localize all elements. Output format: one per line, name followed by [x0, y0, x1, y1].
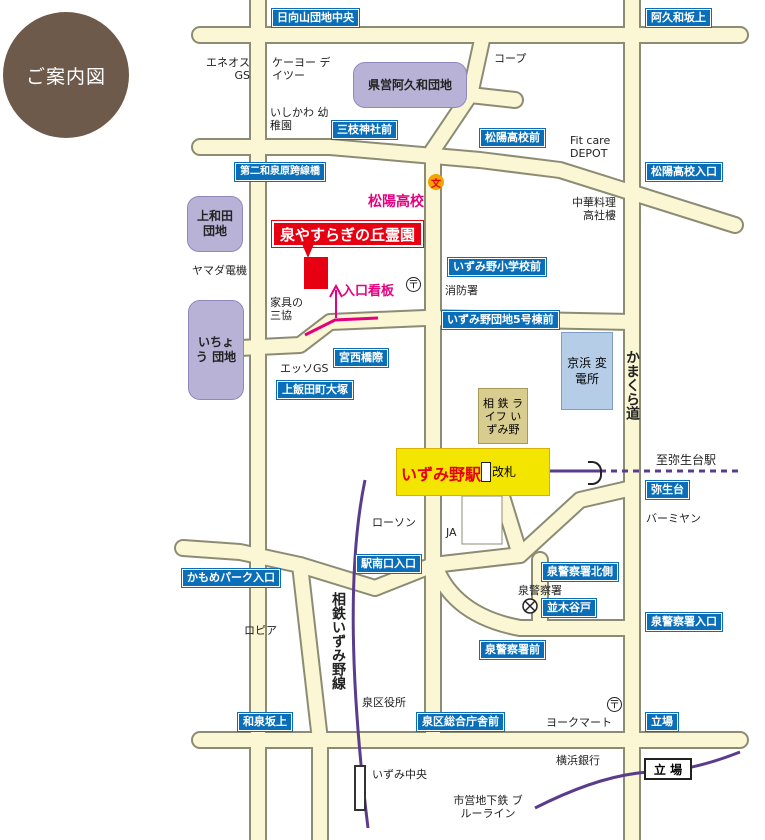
keyo-d2: ケーヨー デイツー: [272, 56, 331, 82]
signal-izumino-sho: いずみ野小学校前: [448, 258, 546, 276]
to-yayoidai-label: 至弥生台駅: [656, 453, 717, 467]
yamada-denki: ヤマダ電機: [192, 264, 247, 277]
station-platform-block: [461, 495, 503, 545]
school-icon: 文: [428, 174, 444, 190]
road-network: [174, 0, 749, 840]
cemetery-name-text: 泉やすらぎの丘霊園: [280, 225, 416, 244]
coop: コープ: [494, 52, 527, 65]
sotetsu-life-label: 相 鉄 ライフ いずみ野: [483, 396, 523, 436]
gate-icon: [481, 462, 491, 482]
sotetsu-life-building: 相 鉄 ライフ いずみ野: [478, 388, 528, 444]
signal-miyanishi: 宮西橋際: [334, 349, 388, 367]
kagu-sankyo: 家具の 三協: [270, 296, 303, 322]
signal-kamome: かもめパーク入口: [182, 569, 280, 587]
izumi-chuo-station-shape: [354, 765, 366, 811]
akuwa-estate: 県営阿久和団地: [353, 62, 467, 108]
signal-yayoidai: 弥生台: [646, 481, 689, 499]
signal-shoyo-mae: 松陽高校前: [480, 129, 545, 147]
izumi-chuo-label: いずみ中央: [372, 768, 427, 781]
signal-waizumi: 和泉坂上: [238, 713, 292, 731]
signal-namikiyato: 並木谷戸: [542, 599, 596, 617]
kamiwada-estate: 上和田 団地: [187, 196, 243, 252]
signal-keisatsu-kita: 泉警察署北側: [542, 563, 618, 581]
school-symbol: 文: [431, 178, 441, 190]
post-office-icon-1: 〒: [406, 277, 421, 292]
signal-ekiminami: 駅南口入口: [356, 555, 421, 573]
tachiba-station-box[interactable]: 立 場: [644, 758, 692, 780]
barmiyan: バーミヤン: [646, 512, 701, 525]
signal-keisatsu-mae: 泉警察署前: [480, 641, 545, 659]
signal-sogo: 泉区総合庁舎前: [417, 713, 504, 731]
icho-estate-label: いちょう 団地: [195, 335, 237, 364]
blue-line-label: 市営地下鉄 ブルーライン: [453, 794, 523, 820]
keihin-label: 京浜 変電所: [567, 356, 607, 386]
signal-kamiiida: 上飯田町大塚: [277, 381, 353, 399]
cemetery-pointer: [302, 244, 314, 258]
signal-izumino-5: いずみ野団地5号棟前: [442, 311, 559, 329]
kamiwada-estate-label: 上和田 団地: [197, 209, 234, 238]
yayoidai-arc: [588, 461, 602, 485]
izumino-station[interactable]: いずみ野駅 改札: [396, 448, 550, 496]
kamakura-road-label: かまくら道: [624, 350, 640, 420]
fitcare-depot: Fit care DEPOT: [570, 134, 611, 160]
fire-station: 消防署: [445, 284, 478, 297]
police-box-cross: [524, 600, 536, 612]
cemetery-location[interactable]: [304, 257, 328, 289]
sotetsu-line-label: 相鉄いずみ野線: [330, 592, 346, 690]
post-office-icon-2: 〒: [607, 697, 622, 712]
ropia: ロピア: [244, 624, 277, 637]
entrance-route: [304, 316, 379, 337]
keihin-substation: 京浜 変電所: [561, 332, 613, 410]
signal-dai2-izumi: 第二和泉原跨線橋: [235, 163, 325, 181]
ja: JA: [446, 526, 457, 539]
signal-keisatsu-iri: 泉警察署入口: [646, 613, 722, 631]
cemetery-name[interactable]: 泉やすらぎの丘霊園: [272, 221, 424, 247]
guide-badge: ご案内図: [3, 12, 129, 138]
esso-gs: エッソGS: [280, 362, 329, 375]
chuka-koshiro: 中華料理 高社樓: [572, 196, 616, 222]
police-station: 泉警察署: [518, 584, 562, 597]
yokohama-bank: 横浜銀行: [556, 754, 600, 767]
icho-estate: いちょう 団地: [188, 300, 244, 400]
lawson: ローソン: [372, 516, 416, 529]
york-mart: ヨークマート: [546, 716, 612, 729]
entrance-arrow: [329, 283, 343, 318]
ward-office: 泉区役所: [362, 696, 406, 709]
tachiba-station-label: 立 場: [653, 762, 683, 777]
guide-badge-title: ご案内図: [25, 65, 106, 88]
entrance-sign-label: 入口看板: [342, 284, 395, 299]
school-label: 松陽高校: [368, 194, 424, 210]
eneos-gs: エネオス GS: [206, 56, 250, 82]
signal-akuwa-saka: 阿久和坂上: [646, 9, 711, 27]
signal-shoyo-iriguchi: 松陽高校入口: [646, 163, 722, 181]
signal-hyuga: 日向山団地中央: [272, 9, 359, 27]
akuwa-estate-label: 県営阿久和団地: [367, 77, 452, 92]
ishikawa-kindergarten: いしかわ 幼稚園: [270, 106, 329, 132]
signal-tachiba: 立場: [646, 713, 678, 731]
signal-sanshi: 三枝神社前: [332, 121, 397, 139]
gate-label: 改札: [492, 465, 517, 479]
station-name: いずみ野駅: [401, 465, 482, 484]
